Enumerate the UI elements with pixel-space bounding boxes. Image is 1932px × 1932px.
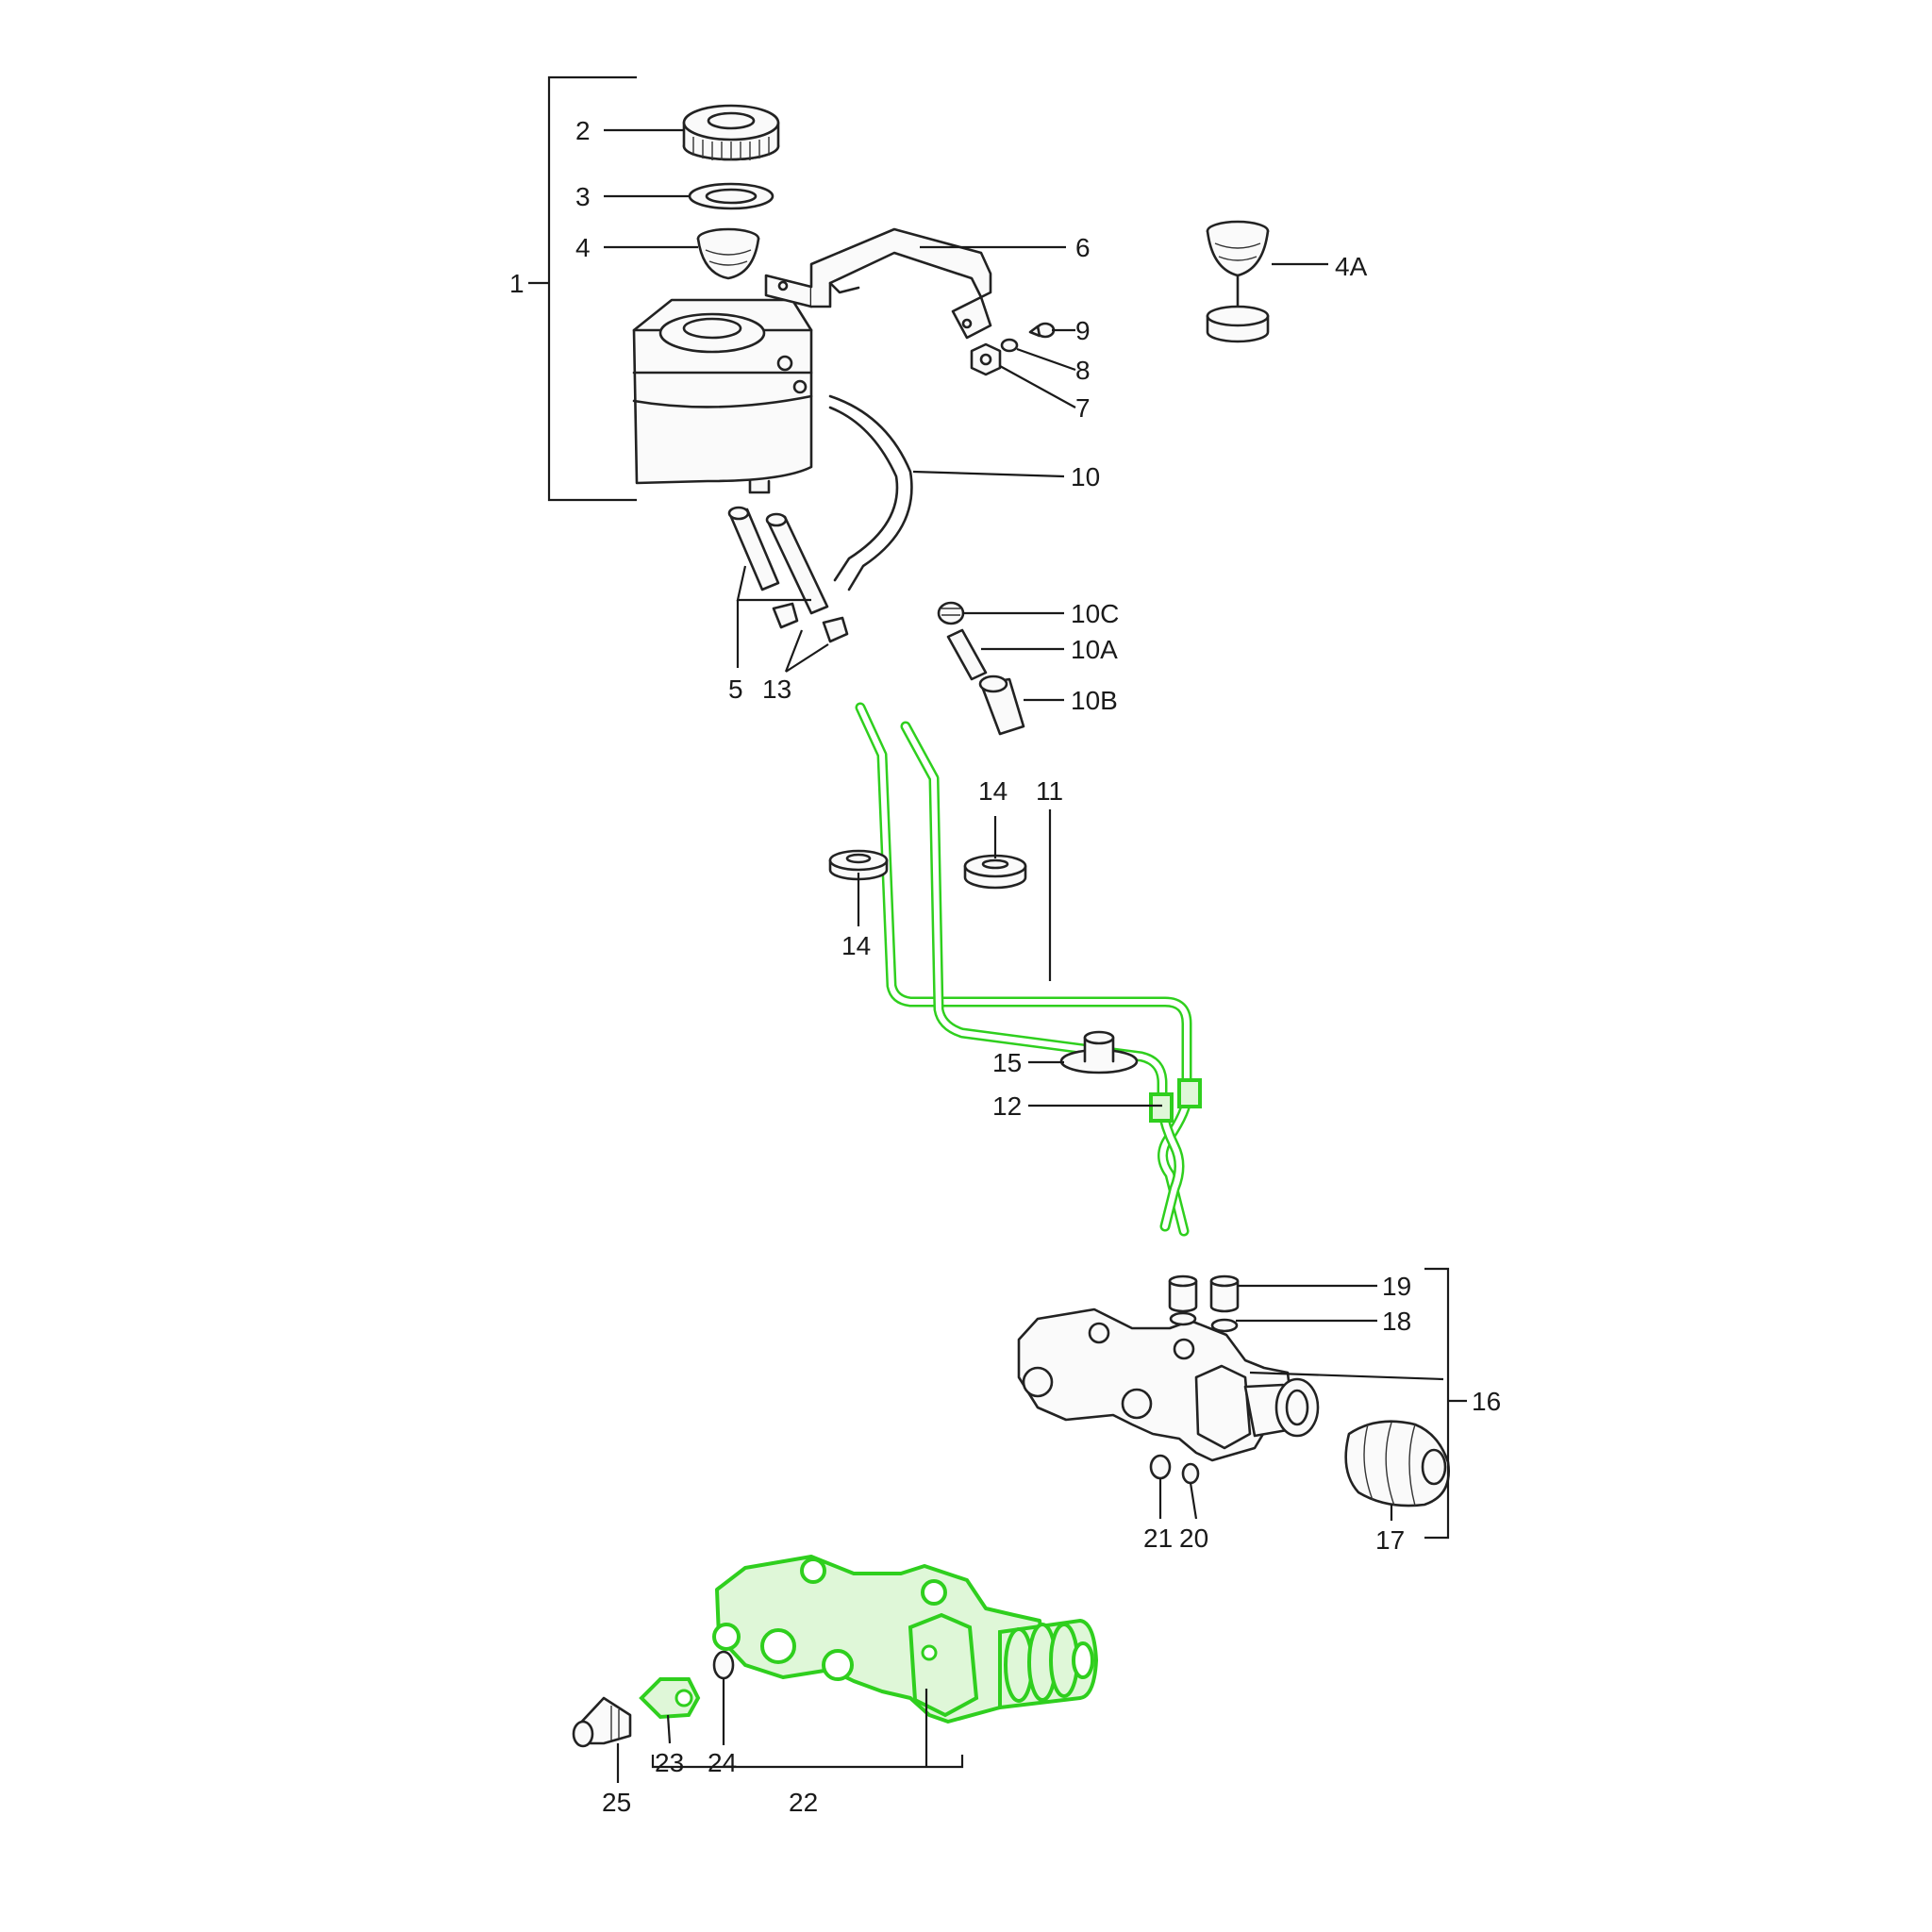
callout-17: 17	[1375, 1525, 1405, 1555]
assembly-22-bracket	[651, 1689, 964, 1769]
callout-5: 5	[728, 675, 743, 704]
o-ring[interactable]	[712, 1650, 735, 1680]
hose-fitting-10b[interactable]	[978, 675, 1025, 736]
callout-11: 11	[1036, 776, 1063, 806]
callout-14-right: 14	[978, 776, 1008, 806]
leader-lines	[604, 128, 1467, 1783]
callout-1: 1	[509, 269, 525, 298]
hose-clamp-10c[interactable]	[937, 601, 965, 625]
callout-19: 19	[1382, 1272, 1411, 1301]
callout-10: 10	[1071, 462, 1100, 491]
callout-21: 21	[1143, 1524, 1173, 1553]
reservoir-assembly-bracket	[528, 75, 637, 502]
callout-22: 22	[789, 1788, 818, 1817]
callout-18: 18	[1382, 1307, 1411, 1336]
washer[interactable]	[1000, 338, 1019, 353]
master-cylinder-new[interactable]	[712, 1555, 1099, 1724]
callout-7: 7	[1075, 393, 1091, 423]
callout-6: 6	[1075, 233, 1091, 262]
clamp-nut[interactable]	[970, 342, 1002, 376]
callout-24: 24	[708, 1748, 737, 1777]
fluid-reservoir[interactable]	[632, 298, 813, 494]
hose-piece-10a[interactable]	[946, 628, 988, 681]
callout-8: 8	[1075, 356, 1091, 385]
supply-hoses[interactable]	[727, 506, 829, 615]
callout-20: 20	[1179, 1524, 1208, 1553]
dust-boot[interactable]	[1344, 1420, 1451, 1507]
strainer-basket[interactable]	[696, 227, 760, 280]
pressure-switch[interactable]	[639, 1677, 701, 1720]
grommet-15[interactable]	[1059, 1030, 1139, 1074]
hose-clips[interactable]	[772, 602, 849, 643]
callout-13: 13	[762, 675, 791, 704]
screw-plug[interactable]	[572, 1696, 632, 1748]
strainer-with-float[interactable]	[1206, 220, 1270, 343]
callout-10a: 10A	[1071, 635, 1118, 664]
screw[interactable]	[1028, 322, 1056, 339]
reservoir-cap[interactable]	[682, 104, 780, 161]
callout-23: 23	[655, 1748, 684, 1777]
callout-9: 9	[1075, 316, 1091, 345]
callout-4a: 4A	[1335, 252, 1368, 281]
callout-4: 4	[575, 233, 591, 262]
callout-3: 3	[575, 182, 591, 211]
master-cylinder-old[interactable]	[1017, 1307, 1320, 1462]
grommet-right[interactable]	[963, 854, 1027, 890]
seal-ring[interactable]	[688, 182, 774, 210]
brake-lines[interactable]	[855, 702, 1202, 1237]
callout-16: 16	[1472, 1387, 1501, 1416]
seals-18[interactable]	[1169, 1311, 1239, 1333]
callout-14-left: 14	[841, 931, 871, 960]
callout-10b: 10B	[1071, 686, 1118, 715]
mounting-strap[interactable]	[764, 227, 992, 340]
bleed-screw-21[interactable]	[1149, 1454, 1172, 1480]
callout-10c: 10C	[1071, 599, 1119, 628]
callout-12: 12	[992, 1091, 1022, 1121]
washer-20[interactable]	[1181, 1462, 1200, 1485]
callout-15: 15	[992, 1048, 1022, 1077]
reservoir-plugs[interactable]	[1168, 1274, 1240, 1313]
return-hose[interactable]	[828, 394, 913, 591]
callout-25: 25	[602, 1788, 631, 1817]
callout-labels: 1 2 3 4 6 4A 9 8 7 10 10C 10A 10B 5 13 1…	[509, 116, 1501, 1817]
callout-2: 2	[575, 116, 591, 145]
